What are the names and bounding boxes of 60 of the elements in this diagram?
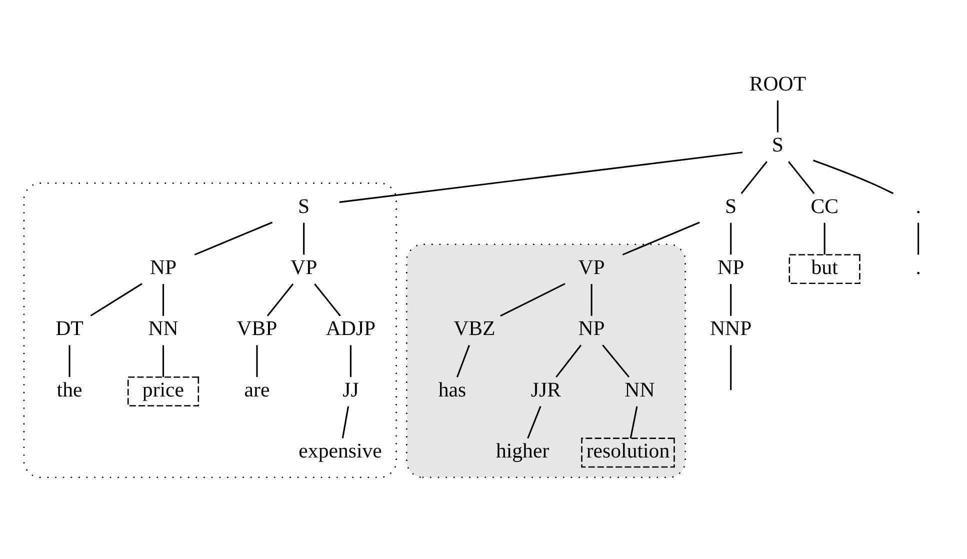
node-box: resolution <box>581 438 675 468</box>
connector <box>730 284 732 316</box>
node-text: expensive <box>298 438 382 463</box>
cluster <box>23 182 397 478</box>
connector <box>350 345 352 378</box>
connector <box>556 344 582 378</box>
connector <box>90 283 142 316</box>
connector <box>266 284 294 316</box>
connector <box>590 284 592 316</box>
connector <box>630 406 638 438</box>
node-text: higher <box>496 438 550 463</box>
connector <box>730 345 732 390</box>
connector <box>456 344 470 378</box>
node-text: VBP <box>236 316 278 340</box>
connector <box>68 345 70 378</box>
node-text: S <box>298 194 310 218</box>
node-text: NN <box>624 377 655 402</box>
node-text: the <box>56 377 82 402</box>
node-text: VP <box>578 255 605 280</box>
connector <box>527 406 542 439</box>
node-text: has <box>438 377 466 402</box>
node-text: ADJP <box>326 316 376 340</box>
node-text: . <box>916 194 921 218</box>
connector <box>314 284 341 316</box>
node-text: JJR <box>530 377 562 402</box>
connector <box>740 161 768 194</box>
node-text: NP <box>578 316 605 340</box>
connector <box>303 222 305 255</box>
node-box: price <box>127 376 200 406</box>
node-text: are <box>244 377 270 402</box>
connector <box>824 222 826 255</box>
node-text: JJ <box>342 377 359 402</box>
connector <box>256 345 258 378</box>
connector <box>918 222 920 255</box>
node-text: VP <box>290 255 318 280</box>
connector <box>162 345 164 378</box>
connector <box>162 284 164 316</box>
connector <box>812 160 894 194</box>
connector <box>788 161 815 194</box>
connector <box>602 344 630 378</box>
connector <box>500 282 566 317</box>
connector <box>339 152 743 203</box>
node-text: NN <box>148 316 178 340</box>
connector <box>776 100 778 132</box>
node-text: DT <box>56 316 84 340</box>
node-text: ROOT <box>749 71 806 96</box>
node-text: CC <box>810 194 838 218</box>
node-box: but <box>788 254 860 284</box>
node-text: VBZ <box>454 316 496 340</box>
node-text: S <box>725 194 737 218</box>
node-text: NP <box>150 255 177 280</box>
node-text: NP <box>718 255 744 280</box>
connector <box>730 222 732 255</box>
connector <box>622 222 700 256</box>
cluster <box>406 244 686 478</box>
connector <box>194 222 273 256</box>
node-text: S <box>772 132 784 157</box>
node-text: . <box>916 255 921 280</box>
connector <box>342 406 350 438</box>
node-text: NNP <box>710 316 752 340</box>
